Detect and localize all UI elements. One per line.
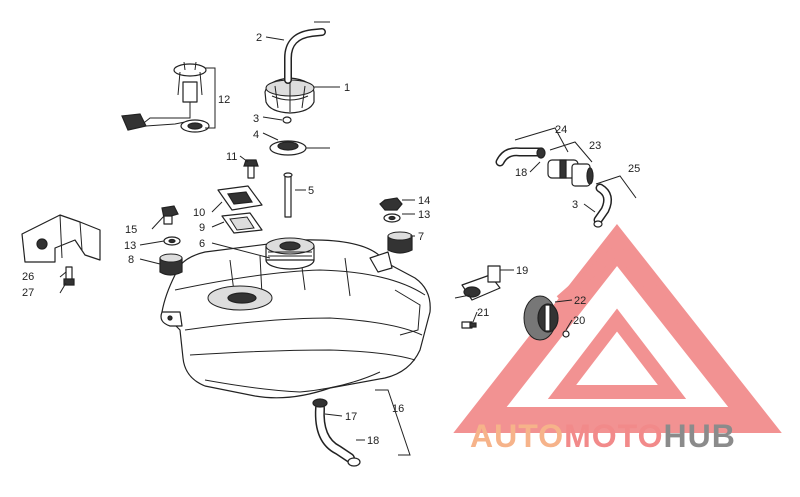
callout-1: 1: [344, 82, 350, 94]
fuel-hose-lower: [593, 183, 613, 228]
watermark-moto: MOTO: [564, 418, 663, 454]
callout-9: 9: [199, 222, 205, 234]
fuel-hose-upper: [495, 147, 546, 167]
filter-group-line-25: [595, 175, 637, 199]
callout-8: 8: [128, 254, 134, 266]
fuel-tank: [160, 237, 431, 399]
watermark-hub: HUB: [663, 418, 735, 454]
mounting-bracket: [21, 214, 101, 263]
nut-right: [379, 197, 403, 211]
valve-spring-ring: [562, 330, 570, 338]
callout-labels: 1 2 3 4 5 6 7 8 9 10 11 12 13 13 14 15 1…: [22, 32, 640, 447]
fuel-gauge-sender: [121, 61, 216, 133]
valve-knob: [523, 295, 559, 341]
o-ring: [282, 116, 292, 124]
callout-14: 14: [418, 195, 430, 207]
vent-hose: [284, 28, 326, 84]
watermark-text: AUTOMOTOHUB: [470, 418, 736, 454]
callout-19: 19: [516, 265, 528, 277]
grommet-right: [387, 231, 413, 254]
callout-16: 16: [392, 403, 404, 415]
callout-5: 5: [308, 185, 314, 197]
fuel-valve: [454, 265, 501, 301]
callout-4: 4: [253, 129, 259, 141]
valve-screw: [461, 321, 477, 329]
bolt-left: [161, 205, 179, 225]
rubber-pad: [217, 185, 263, 211]
callout-3-right: 3: [572, 199, 578, 211]
washer-right: [383, 213, 401, 223]
callout-15: 15: [125, 224, 137, 236]
hose-bracket-line: [375, 389, 411, 456]
callout-13-right: 13: [418, 209, 430, 221]
bracket-bolt: [63, 266, 75, 286]
screw: [243, 159, 259, 179]
fuel-cap: [264, 77, 315, 114]
washer-left: [163, 236, 181, 246]
callout-24: 24: [555, 124, 567, 136]
svg-text:AUTOMOTOHUB: AUTOMOTOHUB: [470, 418, 736, 454]
callout-7: 7: [418, 231, 424, 243]
callout-17: 17: [345, 411, 357, 423]
callout-21: 21: [477, 307, 489, 319]
cap-gasket: [269, 140, 307, 156]
callout-11: 11: [226, 151, 237, 163]
watermark-auto: AUTO: [470, 418, 564, 454]
leader-lines: [59, 21, 596, 441]
callout-23: 23: [589, 140, 601, 152]
callout-6: 6: [199, 238, 205, 250]
callout-22: 22: [574, 295, 586, 307]
fuel-filter: [547, 159, 594, 187]
callout-27: 27: [22, 287, 34, 299]
drain-tube: [283, 172, 293, 218]
callout-2: 2: [256, 32, 262, 44]
callout-3: 3: [253, 113, 259, 125]
callout-13-left: 13: [124, 240, 136, 252]
pad-gasket: [221, 212, 263, 234]
callout-12: 12: [218, 94, 230, 106]
callout-10: 10: [193, 207, 205, 219]
grommet-left: [159, 253, 183, 276]
callout-20: 20: [573, 315, 585, 327]
fuel-hose-assembly: [312, 398, 361, 467]
callout-18-upper: 18: [515, 167, 527, 179]
callout-18-lower: 18: [367, 435, 379, 447]
callout-26: 26: [22, 271, 34, 283]
filter-group-line-24: [514, 127, 569, 153]
callout-25: 25: [628, 163, 640, 175]
filter-group-line-23: [549, 141, 593, 163]
